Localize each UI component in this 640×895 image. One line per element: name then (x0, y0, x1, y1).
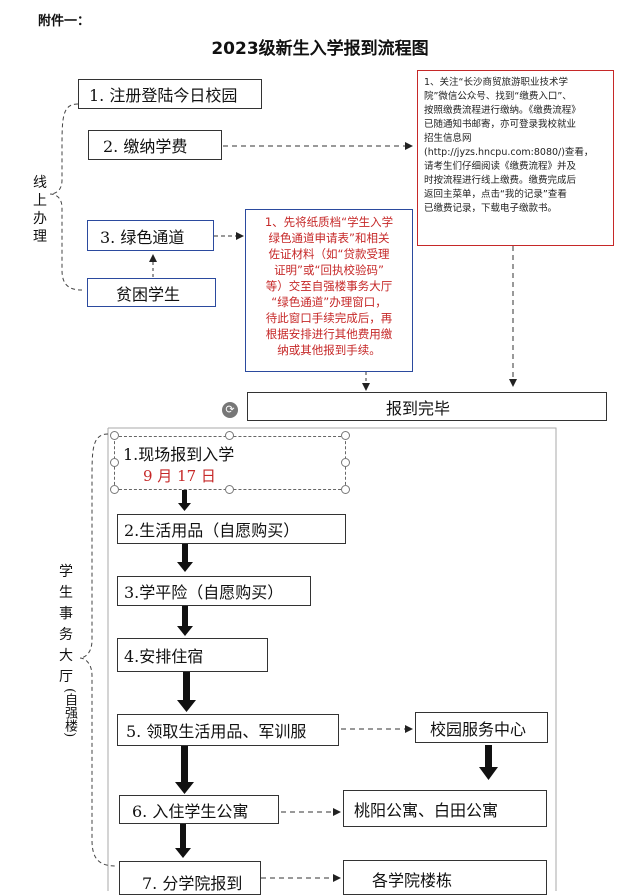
selection-handle[interactable] (341, 431, 350, 440)
step-green-channel: 3. 绿色通道 (87, 220, 214, 251)
poor-student-box: 贫困学生 (87, 278, 216, 307)
college-buildings-box: 各学院楼栋 (343, 860, 547, 895)
step-arrange-housing: 4.安排住宿 (117, 638, 268, 672)
dormitory-names-box: 桃阳公寓、白田公寓 (343, 790, 547, 827)
selection-handle[interactable] (341, 485, 350, 494)
selection-handle[interactable] (225, 431, 234, 440)
step-onsite-checkin-label: 1.现场报到入学 (123, 445, 235, 464)
campus-service-center-box: 校园服务中心 (415, 712, 548, 743)
selection-handle[interactable] (341, 458, 350, 467)
attachment-label: 附件一： (38, 14, 91, 29)
green-channel-note: 1、先将纸质档“学生入学 绿色通道申请表”和相关 佐证材料（如“贷款受理 证明”… (245, 209, 413, 372)
selection-handle[interactable] (110, 485, 119, 494)
registration-complete-box: 报到完毕 (247, 392, 607, 421)
payment-instructions-note: 1、关注“长沙商贸旅游职业技术学 院”微信公众号、找到“缴费入口”、 按照缴费流… (417, 70, 614, 246)
selection-handle[interactable] (225, 485, 234, 494)
selection-handle[interactable] (110, 458, 119, 467)
student-affairs-hall-label: 学 生 事 务 大 厅 (自强楼) (59, 564, 77, 738)
online-side-label: 线 上 办 理 (33, 175, 47, 245)
step-onsite-checkin[interactable]: 1.现场报到入学 9 月 17 日 (114, 436, 346, 490)
selection-handle[interactable] (110, 431, 119, 440)
step-collect-supplies-uniform: 5. 领取生活用品、军训服 (117, 714, 339, 746)
step-move-into-dorm: 6. 入住学生公寓 (119, 795, 279, 824)
rotate-handle-icon[interactable]: ⟳ (222, 402, 238, 418)
page-title: 2023级新生入学报到流程图 (211, 39, 429, 59)
step-student-insurance: 3.学平险（自愿购买） (117, 576, 311, 606)
step-college-checkin: 7. 分学院报到 (119, 861, 261, 895)
step-pay-tuition: 2. 缴纳学费 (88, 130, 222, 160)
checkin-date: 9 月 17 日 (143, 467, 216, 485)
step-register-app: 1. 注册登陆今日校园 (78, 79, 262, 109)
step-daily-supplies: 2.生活用品（自愿购买） (117, 514, 346, 544)
